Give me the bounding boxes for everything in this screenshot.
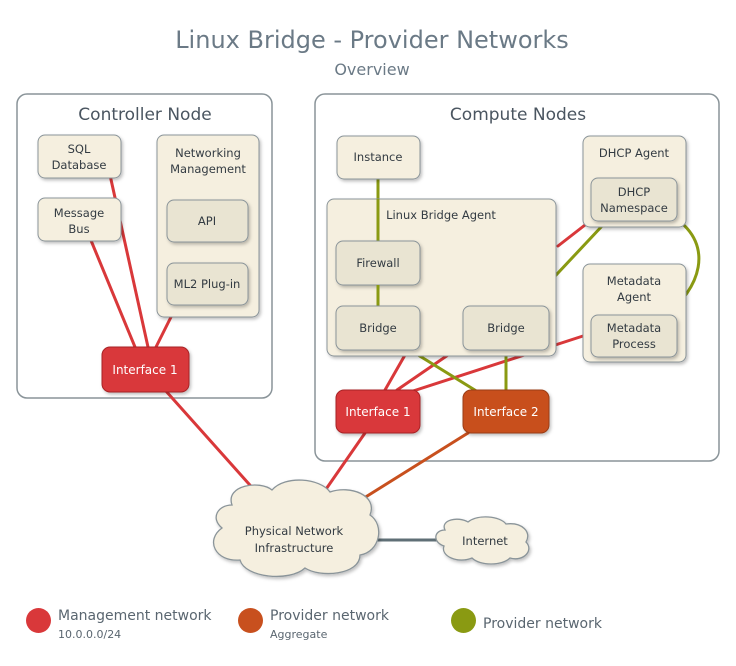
firewall-box[interactable]: Firewall	[335, 240, 421, 286]
legend: Management network 10.0.0.0/24 Provider …	[0, 600, 736, 660]
legend-name-provider: Provider network	[483, 616, 602, 632]
dhcp-namespace-label-1: DHCP	[618, 185, 651, 199]
api-box[interactable]: API	[166, 199, 249, 243]
ml2-plugin-box[interactable]: ML2 Plug-in	[166, 262, 249, 306]
api-label: API	[198, 214, 216, 228]
bridge-2-box[interactable]: Bridge	[462, 305, 550, 351]
metadata-process-label-2: Process	[612, 337, 656, 351]
physical-network-label-2: Infrastructure	[255, 541, 334, 555]
firewall-label: Firewall	[356, 256, 399, 270]
link-ctrl-iface1-physical	[163, 388, 267, 504]
link-bridge1-iface2	[408, 348, 480, 394]
dhcp-namespace-box[interactable]: DHCP Namespace	[590, 177, 678, 222]
instance-label: Instance	[354, 150, 403, 164]
bridge-1-box[interactable]: Bridge	[335, 305, 421, 351]
link-iface2-physical	[346, 431, 470, 510]
message-bus-label-2: Bus	[68, 222, 89, 236]
diagram-title: Linux Bridge - Provider Networks	[175, 26, 569, 54]
dhcp-agent-label: DHCP Agent	[599, 146, 670, 160]
ml2-plugin-label: ML2 Plug-in	[174, 277, 241, 291]
sql-database-label-2: Database	[52, 158, 107, 172]
dhcp-namespace-label-2: Namespace	[600, 201, 668, 215]
sql-database-label-1: SQL	[68, 142, 91, 156]
compute-interface-1-label: Interface 1	[345, 405, 410, 419]
networking-management-label-2: Management	[170, 162, 246, 176]
link-dhcp-iface1	[556, 223, 587, 248]
legend-dot-management	[26, 608, 51, 633]
instance-box[interactable]: Instance	[336, 135, 421, 180]
bridge-1-label: Bridge	[359, 321, 397, 335]
metadata-process-label-1: Metadata	[607, 321, 661, 335]
controller-interface-1[interactable]: Interface 1	[101, 346, 190, 393]
internet-label: Internet	[462, 534, 508, 548]
controller-node-title: Controller Node	[78, 105, 211, 125]
metadata-process-box[interactable]: Metadata Process	[590, 314, 678, 358]
legend-dot-provider-aggregate	[238, 608, 263, 633]
sql-database-box[interactable]: SQL Database	[37, 134, 122, 179]
link-lba-iface1	[395, 353, 450, 392]
compute-interface-1[interactable]: Interface 1	[335, 389, 421, 434]
legend-sub-management: 10.0.0.0/24	[58, 628, 122, 641]
link-mq-iface1	[88, 236, 137, 349]
message-bus-label-1: Message	[54, 206, 104, 220]
bridge-2-label: Bridge	[487, 321, 525, 335]
internet-cloud[interactable]: Internet	[435, 516, 530, 565]
link-netmgmt-iface1	[154, 313, 174, 349]
physical-network-label-1: Physical Network	[245, 524, 344, 538]
diagram-subtitle: Overview	[334, 60, 409, 79]
metadata-agent-label-2: Agent	[617, 290, 652, 304]
legend-dot-provider	[451, 608, 476, 633]
message-bus-box[interactable]: Message Bus	[37, 197, 122, 242]
legend-sub-provider-aggregate: Aggregate	[270, 628, 328, 641]
legend-name-management: Management network	[58, 608, 212, 624]
controller-interface-1-label: Interface 1	[112, 363, 177, 377]
compute-interface-2-label: Interface 2	[473, 405, 538, 419]
compute-interface-2[interactable]: Interface 2	[462, 389, 550, 434]
linux-bridge-agent-label: Linux Bridge Agent	[386, 208, 496, 222]
legend-name-provider-aggregate: Provider network	[270, 608, 389, 624]
metadata-agent-label-1: Metadata	[607, 274, 661, 288]
compute-nodes-title: Compute Nodes	[450, 105, 586, 125]
physical-network-cloud[interactable]: Physical Network Infrastructure	[212, 479, 380, 578]
link-bridge1-iface1	[383, 353, 407, 392]
networking-management-label-1: Networking	[175, 146, 241, 160]
